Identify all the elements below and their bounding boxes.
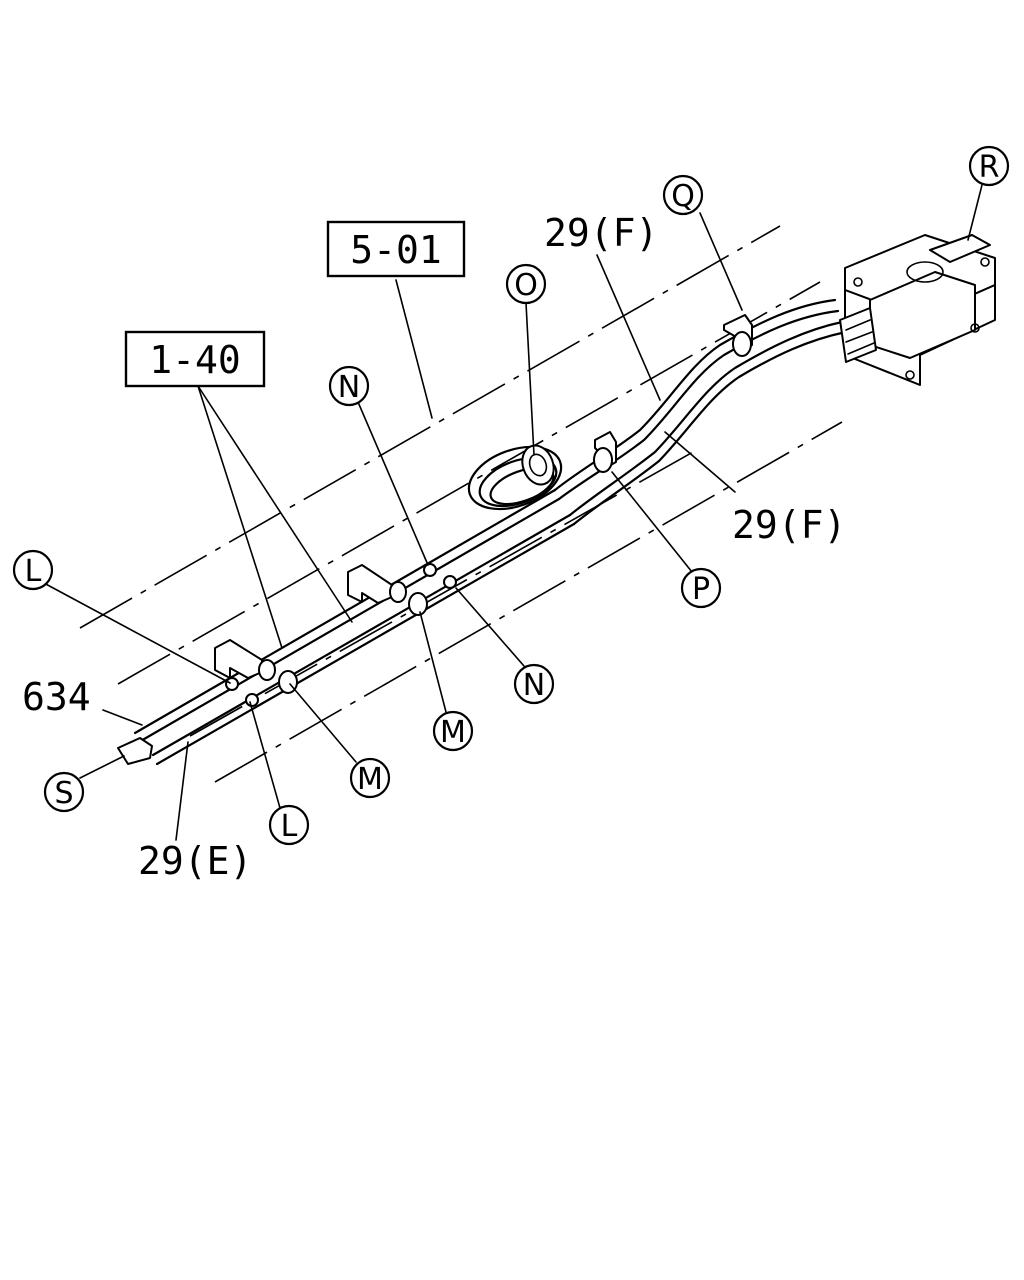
svg-text:O: O [514, 268, 538, 303]
part-label-634: 634 [22, 675, 91, 719]
svg-text:M: M [440, 715, 466, 750]
callout-m-left: M [349, 757, 391, 799]
ref-box-5-01[interactable]: 5-01 [326, 220, 466, 278]
ref-box-1-40-label: 1-40 [149, 338, 241, 382]
callout-n-lower: N [513, 663, 555, 705]
svg-text:M: M [357, 762, 383, 797]
svg-text:R: R [979, 150, 1000, 185]
pipe-end-plate [117, 737, 153, 765]
callout-l-upper: L [12, 549, 54, 591]
svg-text:Q: Q [671, 179, 695, 214]
svg-text:S: S [54, 776, 73, 811]
callout-r: R [968, 145, 1010, 187]
part-label-29e: 29(E) [138, 839, 252, 883]
frame-centerlines [79, 225, 843, 783]
callout-o: O [505, 263, 547, 305]
pipe-coil [467, 444, 563, 511]
brackets [214, 314, 753, 679]
callout-n-upper: N [328, 365, 370, 407]
callout-m-center: M [432, 710, 474, 752]
leader-lines [41, 184, 983, 841]
part-label-29f-right: 29(F) [732, 503, 846, 547]
ref-box-5-01-label: 5-01 [350, 228, 442, 272]
svg-text:N: N [523, 668, 545, 703]
svg-text:L: L [281, 809, 298, 844]
callout-s: S [43, 771, 85, 813]
valve-bracket-assembly [839, 234, 996, 386]
svg-text:P: P [692, 572, 710, 607]
part-label-29f-top: 29(F) [544, 211, 658, 255]
svg-text:L: L [25, 554, 42, 589]
callout-l-lower: L [268, 804, 310, 846]
callout-p: P [680, 567, 722, 609]
ref-box-1-40[interactable]: 1-40 [124, 330, 266, 388]
callout-q: Q [662, 174, 704, 216]
svg-text:N: N [338, 370, 360, 405]
